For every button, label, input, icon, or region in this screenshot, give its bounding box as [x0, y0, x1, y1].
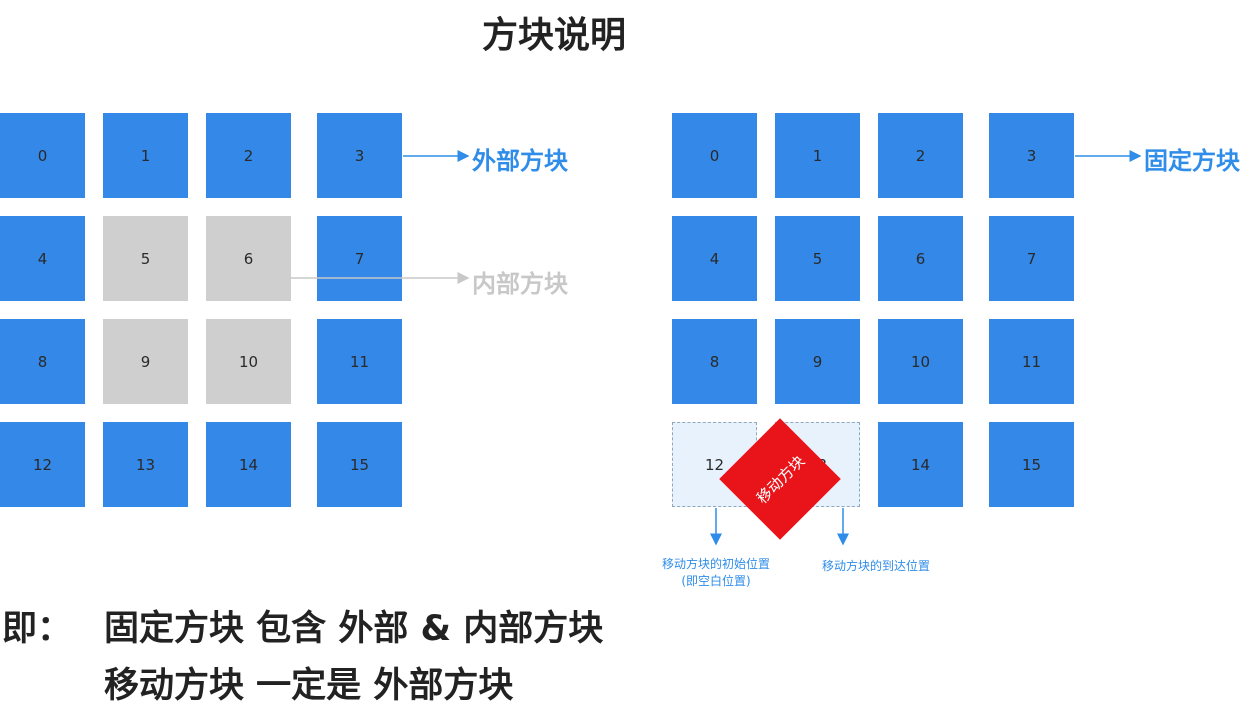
left-tile-14: 14	[206, 422, 291, 507]
left-tile-13: 13	[103, 422, 188, 507]
right-tile-5: 5	[775, 216, 860, 301]
left-tile-4: 4	[0, 216, 85, 301]
left-tile-6: 6	[206, 216, 291, 301]
page-title: 方块说明	[481, 15, 626, 56]
left-tile-1: 1	[103, 113, 188, 198]
right-tile-4: 4	[672, 216, 757, 301]
left-tile-8: 8	[0, 319, 85, 404]
left-tile-5: 5	[103, 216, 188, 301]
left-tile-3: 3	[317, 113, 402, 198]
fixed-tile-label: 固定方块	[1144, 147, 1240, 175]
right-tile-9: 9	[775, 319, 860, 404]
right-tile-15: 15	[989, 422, 1074, 507]
left-tile-10: 10	[206, 319, 291, 404]
left-tile-9: 9	[103, 319, 188, 404]
right-tile-8: 8	[672, 319, 757, 404]
left-tile-7: 7	[317, 216, 402, 301]
left-tile-0: 0	[0, 113, 85, 198]
summary-prefix: 即：	[2, 609, 73, 649]
start-position-note: 移动方块的初始位置 (即空白位置)	[661, 557, 770, 588]
left-tile-12: 12	[0, 422, 85, 507]
right-tile-2: 2	[878, 113, 963, 198]
left-tile-15: 15	[317, 422, 402, 507]
right-tile-3: 3	[989, 113, 1074, 198]
left-tile-2: 2	[206, 113, 291, 198]
right-tile-7: 7	[989, 216, 1074, 301]
moving-tile-label: 移动方块	[752, 451, 808, 507]
summary-line-1: 固定方块 包含 外部 & 内部方块	[104, 609, 604, 649]
right-tile-10: 10	[878, 319, 963, 404]
right-tile-11: 11	[989, 319, 1074, 404]
right-tile-14: 14	[878, 422, 963, 507]
right-tile-1: 1	[775, 113, 860, 198]
right-tile-6: 6	[878, 216, 963, 301]
summary-line-2: 移动方块 一定是 外部方块	[104, 666, 514, 706]
left-tile-11: 11	[317, 319, 402, 404]
right-tile-0: 0	[672, 113, 757, 198]
outer-tile-label: 外部方块	[472, 147, 568, 175]
inner-tile-label: 内部方块	[472, 270, 568, 298]
end-position-note: 移动方块的到达位置	[821, 559, 930, 573]
